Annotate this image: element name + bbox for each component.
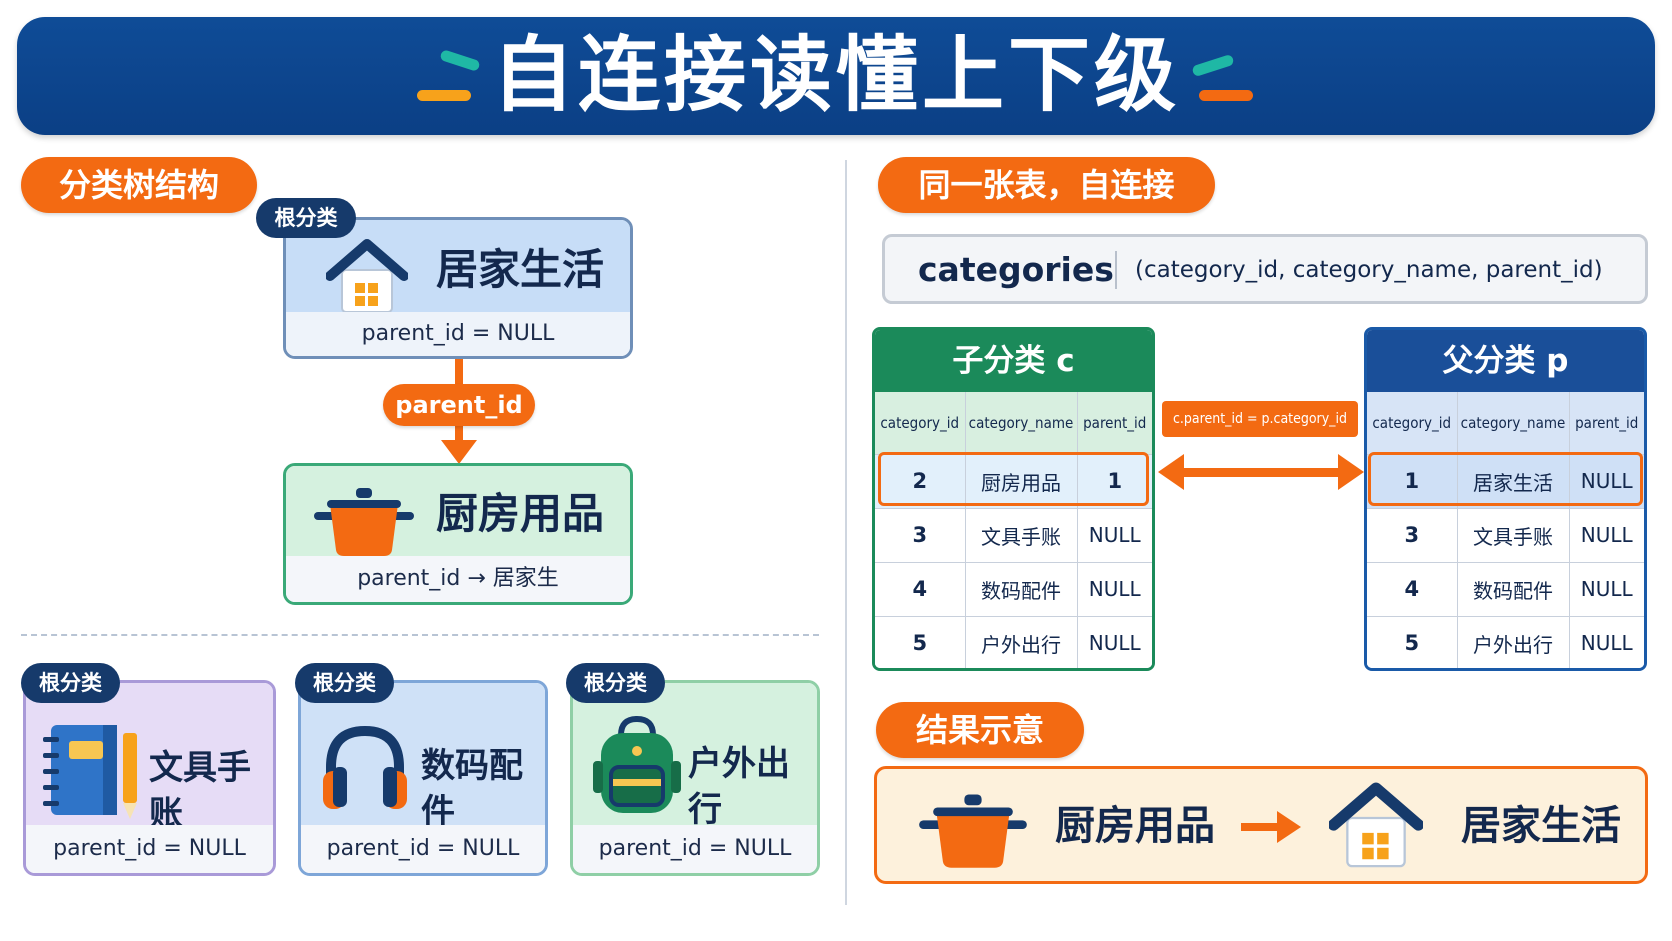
table-cell: NULL — [1580, 631, 1633, 656]
stationery-card-name: 文具手账 — [149, 748, 251, 834]
root-tag: 根分类 — [256, 198, 356, 238]
table-cell: 3 — [875, 508, 966, 563]
column-header: parent_id — [1077, 392, 1152, 455]
notebook-icon — [41, 719, 141, 821]
schema-table-name: categories — [918, 250, 1114, 289]
table-cell: NULL — [1077, 562, 1152, 617]
section-header-self-join: 同一张表，自连接 — [878, 157, 1215, 213]
column-header: category_id — [1367, 392, 1458, 455]
table-cell: 户外出行 — [965, 616, 1078, 668]
child-card-kitchen: 厨房用品 parent_id → 居家生活.category_id — [283, 463, 633, 605]
tree-connector-arrowhead — [441, 440, 477, 464]
digital-root-tag: 根分类 — [295, 663, 394, 703]
child-table-title: 子分类 c — [875, 330, 1152, 392]
pot-icon — [312, 482, 416, 558]
table-cell: 2 — [875, 454, 966, 509]
parent-table-grid: category_id category_name parent_id 1 居家… — [1367, 392, 1644, 668]
table-cell: 4 — [1367, 562, 1458, 617]
root-card-digital: 数码配件 parent_id = NULL — [298, 680, 548, 876]
parent-table-title: 父分类 p — [1367, 330, 1644, 392]
table-cell: 5 — [1367, 616, 1458, 668]
house-icon — [1327, 781, 1425, 871]
child-card-name: 厨房用品 — [436, 489, 605, 538]
table-cell: 3 — [1367, 508, 1458, 563]
decor-dash-orange-left — [417, 90, 471, 101]
table-cell: 4 — [875, 562, 966, 617]
decor-dash-orange-right — [1199, 90, 1253, 101]
page-title: 自连接读懂上下级 — [491, 28, 1180, 123]
table-cell: 文具手账 — [1457, 508, 1570, 563]
child-row-highlight — [878, 452, 1149, 506]
outdoor-card-name: 户外出行 — [688, 744, 790, 830]
table-cell: NULL — [1569, 508, 1644, 563]
title-banner — [17, 17, 1655, 135]
column-header: category_name — [965, 392, 1078, 455]
table-cell: NULL — [1569, 562, 1644, 617]
table-cell: 文具手账 — [965, 508, 1078, 563]
parent-id-label: parent_id — [383, 384, 535, 426]
table-cell: 数码配件 — [1457, 562, 1570, 617]
section-divider-dashed — [21, 634, 819, 636]
schema-divider — [1115, 251, 1117, 289]
pot-icon — [917, 787, 1029, 871]
parent-row-highlight — [1368, 452, 1643, 506]
result-arrow-icon — [1241, 809, 1301, 845]
root-card-outdoor: 户外出行 parent_id = NULL — [570, 680, 820, 876]
stationery-root-tag: 根分类 — [21, 663, 120, 703]
schema-box: categories (category_id, category_name, … — [882, 234, 1648, 304]
section-header-result: 结果示意 — [876, 702, 1084, 758]
child-card-parent: parent_id → 居家生活.category_id — [286, 556, 630, 602]
column-divider — [845, 160, 847, 905]
result-box: 厨房用品 居家生活 — [874, 766, 1648, 884]
child-table: 子分类 c category_id category_name parent_i… — [872, 327, 1155, 671]
result-from: 厨房用品 — [1055, 803, 1215, 849]
table-cell: NULL — [1077, 508, 1152, 563]
table-cell: 居家生活 — [1457, 454, 1570, 509]
digital-card-name: 数码配件 — [421, 746, 523, 832]
headphones-icon — [319, 721, 411, 811]
table-cell: 5 — [875, 616, 966, 668]
root-card-parent: parent_id = NULL — [286, 312, 630, 356]
parent-table: 父分类 p category_id category_name parent_i… — [1364, 327, 1647, 671]
digital-card-parent: parent_id = NULL — [301, 825, 545, 873]
house-icon — [325, 238, 409, 316]
table-cell: 1 — [1367, 454, 1458, 509]
child-table-grid: category_id category_name parent_id 2 厨房… — [875, 392, 1152, 668]
column-header: category_id — [875, 392, 966, 455]
outdoor-card-parent: parent_id = NULL — [573, 825, 817, 873]
join-double-arrow — [1158, 452, 1364, 492]
table-cell: 厨房用品 — [965, 454, 1078, 509]
table-cell: NULL — [1088, 631, 1141, 656]
table-cell: NULL — [1569, 454, 1644, 509]
table-cell: 1 — [1077, 454, 1152, 509]
stationery-card-parent: parent_id = NULL — [26, 825, 273, 873]
result-to: 居家生活 — [1461, 803, 1621, 849]
root-card-name: 居家生活 — [436, 245, 605, 294]
outdoor-root-tag: 根分类 — [566, 663, 665, 703]
section-header-tree: 分类树结构 — [21, 157, 257, 213]
table-cell: 数码配件 — [965, 562, 1078, 617]
root-card-home: 居家生活 parent_id = NULL — [283, 217, 633, 359]
column-header: parent_id — [1569, 392, 1644, 455]
join-condition-label: c.parent_id = p.category_id — [1162, 401, 1358, 437]
table-cell: 户外出行 — [1457, 616, 1570, 668]
column-header: category_name — [1457, 392, 1570, 455]
backpack-icon — [591, 713, 683, 817]
schema-columns: (category_id, category_name, parent_id) — [1135, 257, 1603, 283]
root-card-stationery: 文具手账 parent_id = NULL — [23, 680, 276, 876]
